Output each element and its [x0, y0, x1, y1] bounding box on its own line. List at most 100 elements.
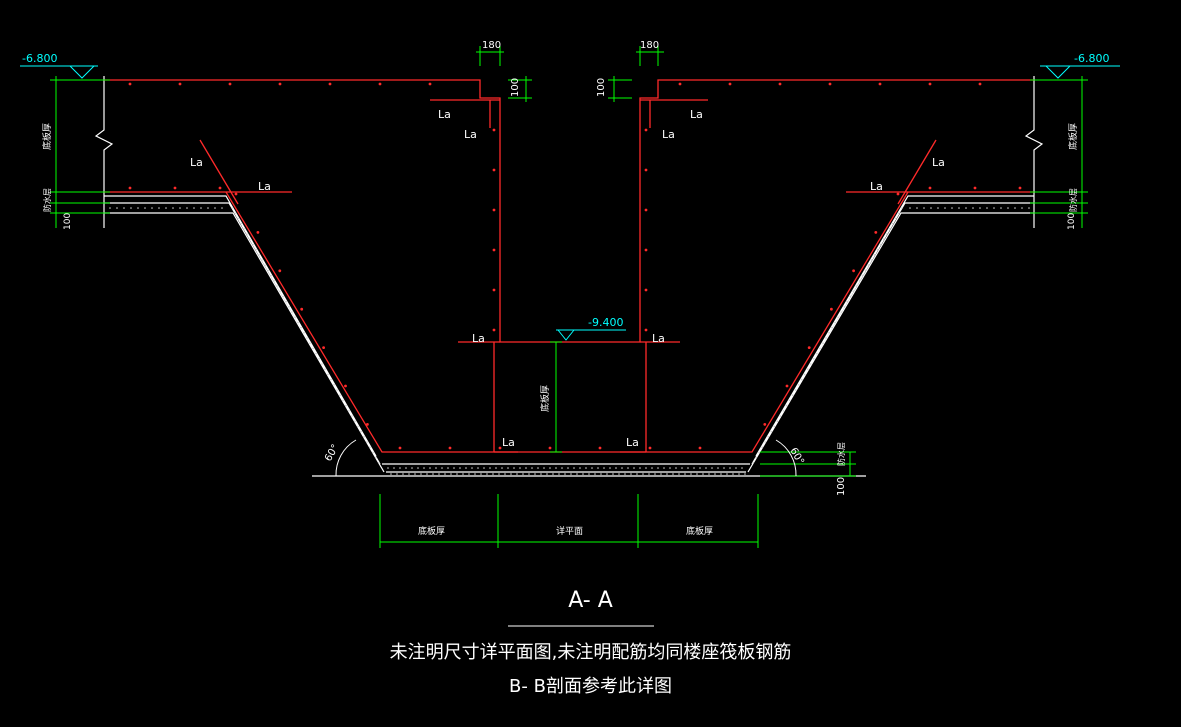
rebar-dot — [644, 208, 648, 212]
hatch-dot — [207, 207, 209, 209]
hatch-dot — [486, 473, 488, 475]
rebar-dot — [128, 186, 132, 190]
la-labels: La La La La La La La La La La La La — [190, 108, 945, 449]
rebar-dot — [928, 186, 932, 190]
hatch-dot — [378, 462, 380, 464]
hatch-dot — [776, 420, 779, 423]
hatch-dot — [930, 207, 932, 209]
la-label: La — [258, 180, 271, 193]
hatch-dot — [297, 321, 299, 324]
hatch-dot — [366, 441, 368, 443]
rebar-dot — [928, 82, 932, 86]
hatch-dot — [531, 467, 533, 469]
hatch-dot — [758, 451, 760, 454]
hatch-dot — [546, 473, 548, 475]
hatch-dot — [828, 332, 830, 334]
hatch-dot — [402, 473, 404, 475]
hatch-dot — [813, 358, 815, 360]
hatch-dot — [773, 425, 776, 428]
hatch-dot — [492, 473, 494, 475]
hatch-dot — [864, 269, 867, 272]
hatch-dot — [179, 207, 181, 209]
hatch-dot — [214, 207, 216, 209]
rebar-dot — [698, 446, 702, 450]
hatch-dot — [582, 473, 584, 475]
hatch-dot — [825, 337, 827, 339]
hatch-dot — [420, 473, 422, 475]
rebar-dot — [828, 82, 832, 86]
hatch-dot — [144, 207, 146, 209]
hatch-dot — [837, 316, 839, 319]
hatch-dot — [324, 368, 326, 371]
hatch-dot — [588, 473, 590, 475]
rebar-dot — [278, 82, 282, 86]
hatch-dot — [276, 285, 278, 287]
hatch-dot — [937, 207, 939, 209]
hatch-dot — [429, 467, 431, 469]
la-label: La — [626, 436, 639, 449]
hatch-dot — [109, 207, 111, 209]
rebar-dot — [300, 307, 304, 311]
hatch-dot — [393, 467, 395, 469]
hatch-dot — [471, 467, 473, 469]
rebar-dot — [492, 168, 496, 172]
hatch-dot — [819, 347, 821, 350]
hatch-dot — [741, 467, 743, 469]
hatch-dot — [279, 290, 281, 293]
la-label: La — [662, 128, 675, 141]
hatch-dot — [507, 467, 509, 469]
hatch-dot — [834, 321, 836, 324]
hatch-dot — [627, 467, 629, 469]
note-line-1: 未注明尺寸详平面图,未注明配筋均同楼座筏板钢筋 — [389, 642, 792, 663]
hatch-dot — [321, 363, 323, 365]
hatch-dot — [543, 467, 545, 469]
rebar-dot — [878, 82, 882, 86]
hatch-dot — [909, 207, 911, 209]
rebar-dot — [548, 446, 552, 450]
dimension-lines — [50, 46, 1088, 548]
hatch-dot — [624, 473, 626, 475]
hatch-dot — [660, 473, 662, 475]
hatch-dot — [663, 467, 665, 469]
hatch-dot — [573, 467, 575, 469]
hatch-dot — [396, 473, 398, 475]
dim-step-height-right: 100 — [596, 78, 607, 97]
rebar-dot — [896, 192, 900, 196]
hatch-dot — [438, 473, 440, 475]
hatch-dot — [282, 295, 284, 298]
hatch-dot — [630, 473, 632, 475]
hatch-dot — [417, 467, 419, 469]
hatch-dot — [534, 473, 536, 475]
dim-slab-thickness-right: 底板厚 — [1067, 123, 1079, 150]
hatch-dot — [690, 473, 692, 475]
rebar-dot — [644, 168, 648, 172]
hatch-dot — [516, 473, 518, 475]
hatch-dot — [684, 473, 686, 475]
hatch-dot — [348, 410, 350, 412]
hatch-dot — [555, 467, 557, 469]
hatch-dot — [669, 467, 671, 469]
hatch-dot — [246, 233, 248, 235]
hatch-dot — [782, 410, 785, 412]
hatch-dot — [654, 473, 656, 475]
hatch-dot — [300, 326, 302, 329]
hatch-dot — [916, 207, 918, 209]
rebar-dot — [978, 82, 982, 86]
hatch-dot — [172, 207, 174, 209]
rebar-dot — [492, 248, 496, 252]
rebar-dot — [852, 269, 855, 273]
hatch-dot — [1007, 207, 1009, 209]
hatch-dot — [816, 352, 818, 355]
hatch-dot — [130, 207, 132, 209]
hatch-dot — [645, 467, 647, 469]
hatch-dot — [1021, 207, 1023, 209]
hatch-dot — [672, 473, 674, 475]
hatch-dot — [708, 473, 710, 475]
hatch-dot — [291, 311, 293, 313]
rebar-dot — [492, 128, 496, 132]
hatch-dot — [597, 467, 599, 469]
rebar-dot — [178, 82, 182, 86]
rebar-dot — [344, 384, 347, 388]
hatch-dot — [186, 207, 188, 209]
la-label: La — [932, 156, 945, 169]
